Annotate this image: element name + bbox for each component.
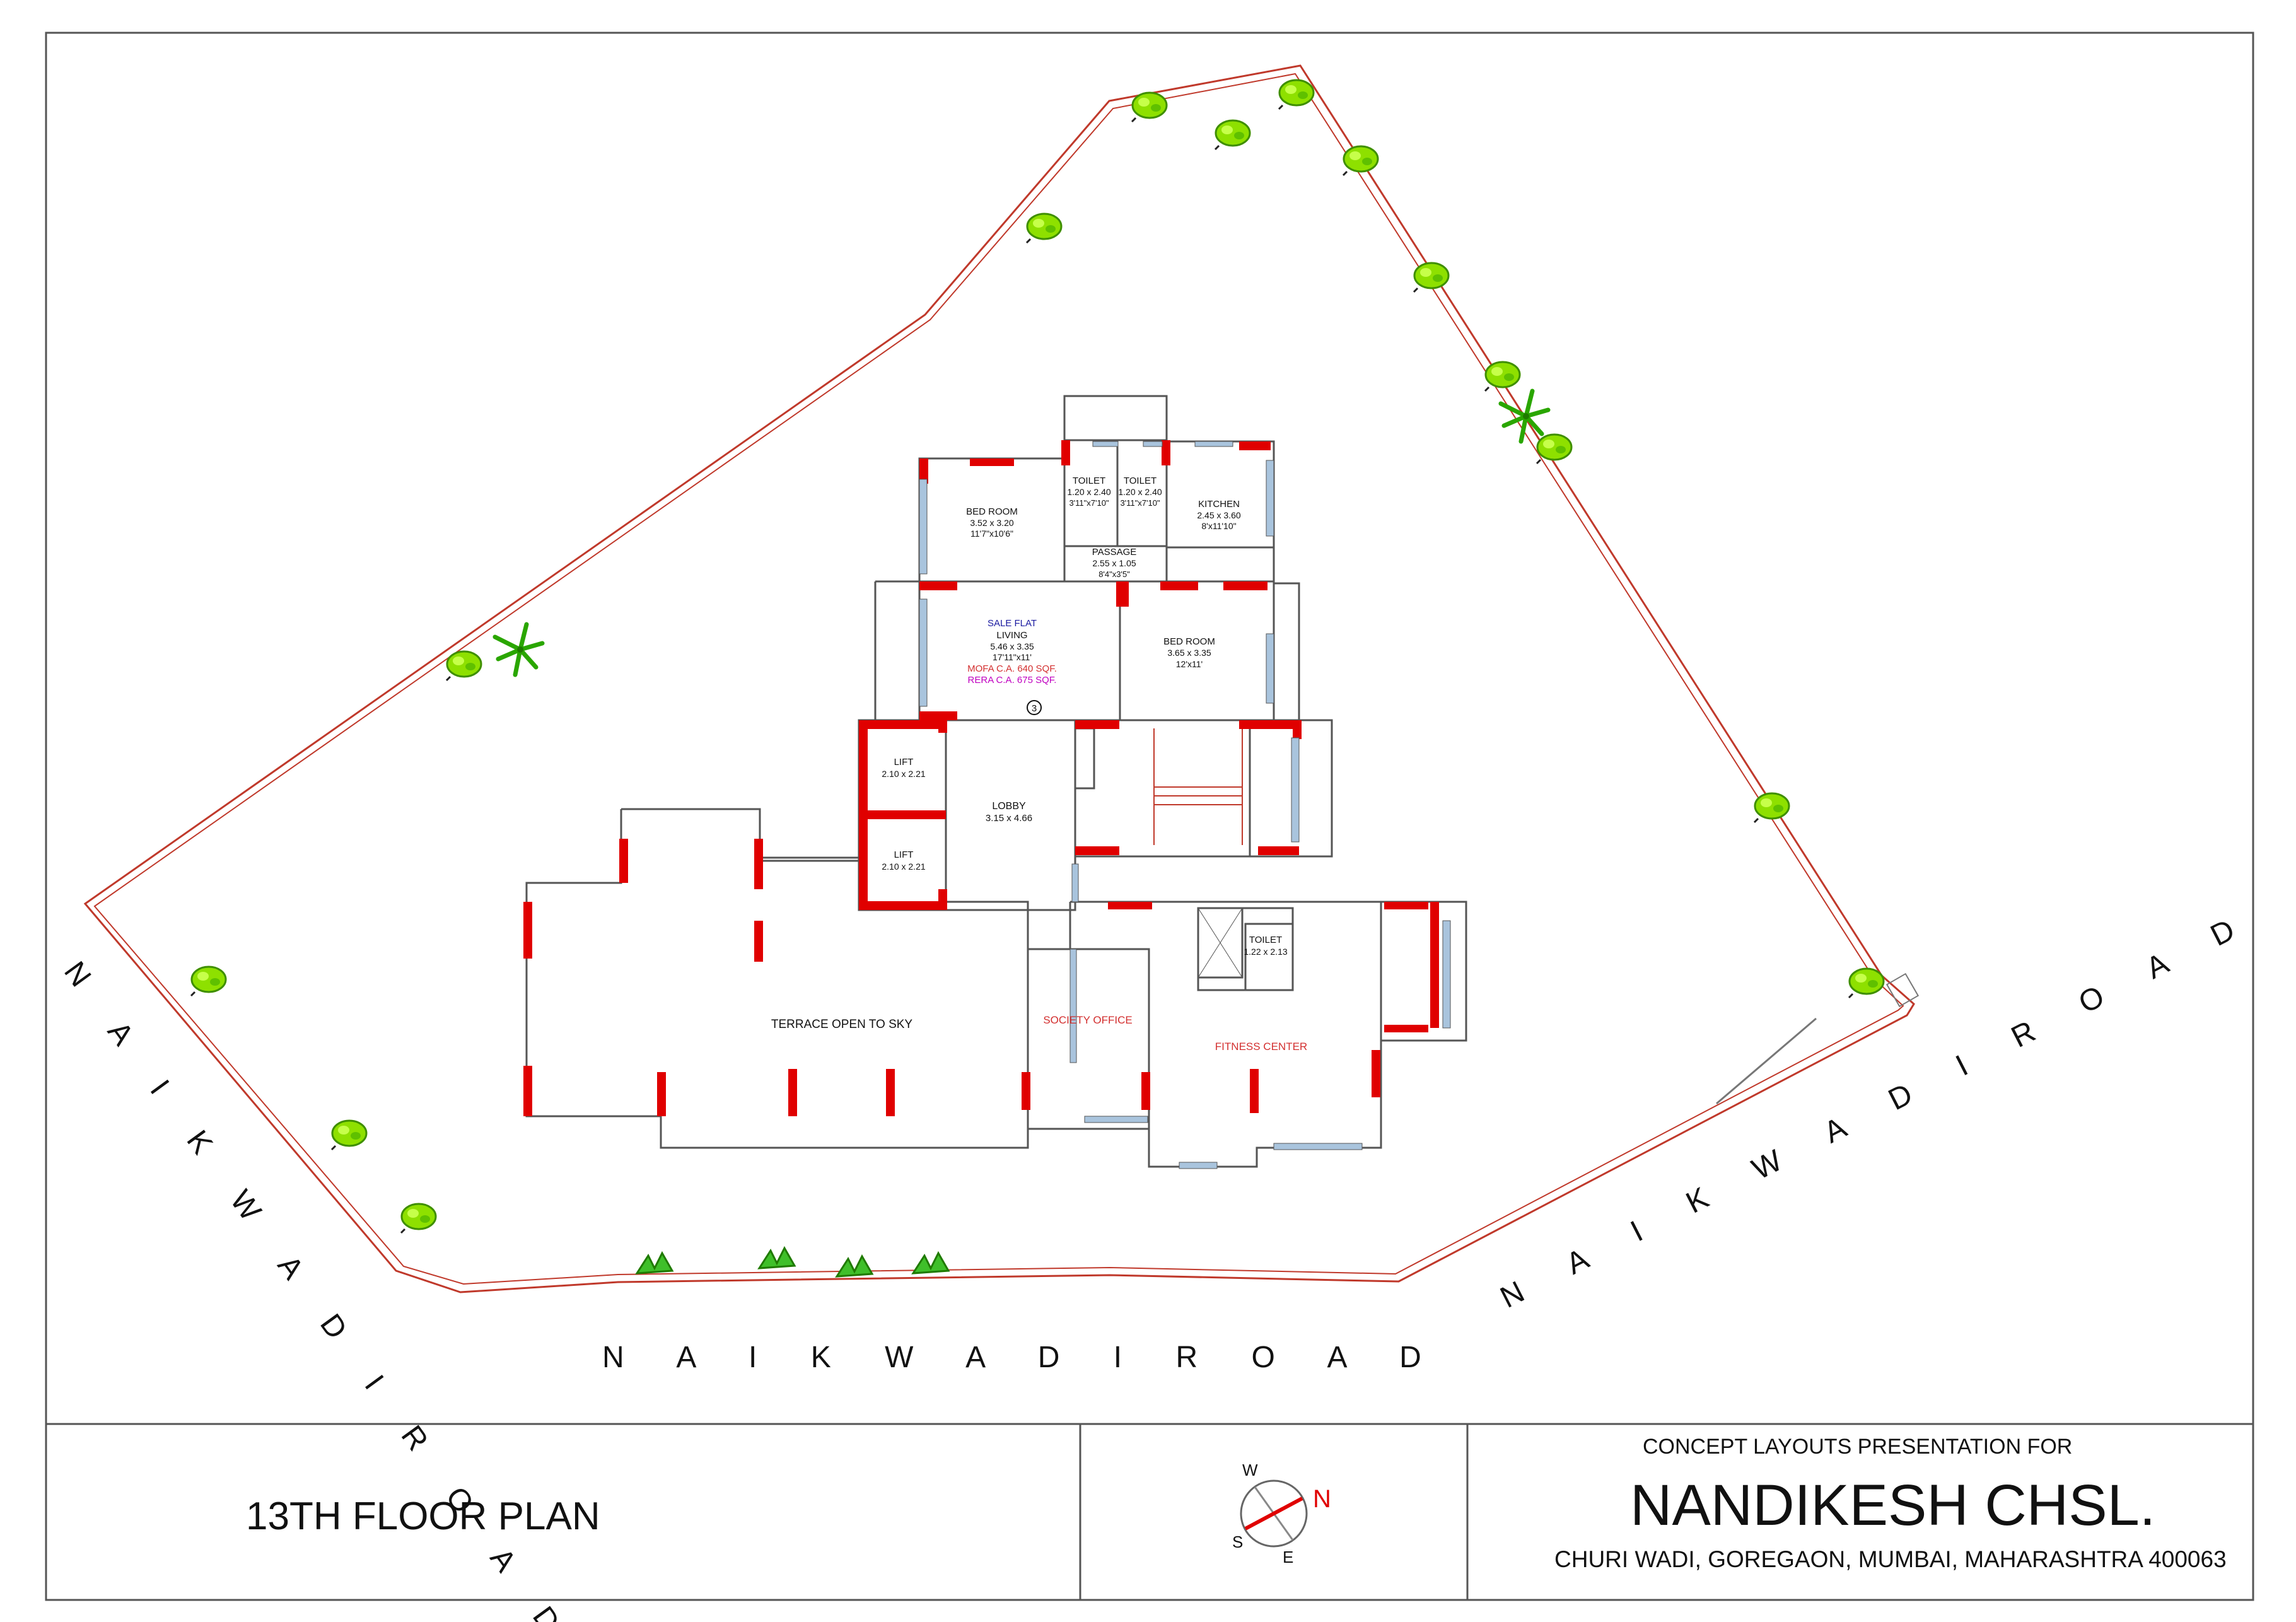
compass-icon: N E S W <box>1232 1461 1331 1567</box>
bedroom2-imperial: 12'x11' <box>1176 659 1203 669</box>
toilet1-imperial: 3'11"x7'10" <box>1069 498 1109 508</box>
fitness-center-label: FITNESS CENTER <box>1215 1041 1307 1053</box>
kitchen-name: KITCHEN <box>1198 499 1240 510</box>
gate-post <box>1885 972 1920 1008</box>
lift2-size: 2.10 x 2.21 <box>882 861 925 872</box>
passage-size: 2.55 x 1.05 <box>1092 558 1136 568</box>
palm-tree-icon <box>495 624 542 675</box>
toilet2-size: 1.20 x 2.40 <box>1118 487 1162 497</box>
toilet3-name: TOILET <box>1249 935 1282 945</box>
drawing-frame <box>45 32 2254 1601</box>
tree-icon <box>1131 91 1168 123</box>
toilet2-imperial: 3'11"x7'10" <box>1120 498 1160 508</box>
tree-icon <box>1214 119 1251 151</box>
bedroom2-size: 3.65 x 3.35 <box>1167 648 1211 658</box>
windows <box>919 441 1451 1169</box>
tree-icon <box>400 1203 437 1234</box>
palm-tree-icon <box>1501 391 1548 441</box>
flat-number: 3 <box>1032 703 1037 714</box>
tree-icon <box>330 1119 368 1151</box>
lift2-name: LIFT <box>894 849 914 860</box>
toilet3-size: 1.22 x 2.13 <box>1244 947 1287 957</box>
compass-west: W <box>1242 1461 1258 1479</box>
bedroom2-name: BED ROOM <box>1163 636 1215 647</box>
kitchen-size: 2.45 x 3.60 <box>1197 510 1240 520</box>
compass-north: N <box>1313 1485 1331 1513</box>
compass-east: E <box>1283 1548 1293 1567</box>
bedroom1-size: 3.52 x 3.20 <box>970 518 1013 528</box>
tree-icon <box>445 650 482 682</box>
rera-area: RERA C.A. 675 SQF. <box>968 675 1057 686</box>
project-name: NANDIKESH CHSL. <box>1630 1473 2155 1537</box>
kitchen-imperial: 8'x11'10" <box>1201 521 1236 531</box>
toilet1-size: 1.20 x 2.40 <box>1067 487 1110 497</box>
tree-icon <box>1278 79 1315 110</box>
lobby-size: 3.15 x 4.66 <box>986 813 1032 824</box>
lift1-size: 2.10 x 2.21 <box>882 769 925 779</box>
lobby-name: LOBBY <box>992 801 1026 812</box>
shrub-icon <box>636 1252 673 1275</box>
living-name: LIVING <box>996 630 1027 641</box>
lift1-name: LIFT <box>894 757 914 767</box>
toilet2-name: TOILET <box>1124 476 1157 486</box>
tree-icon <box>1342 145 1379 177</box>
passage-imperial: 8'4"x3'5" <box>1098 569 1130 579</box>
flat-number-marker <box>1027 700 1042 715</box>
structural-columns <box>523 440 1439 1116</box>
road-label-right: N A I K W A D I R O A D <box>1495 903 2260 1315</box>
presentation-line: CONCEPT LAYOUTS PRESENTATION FOR <box>1643 1435 2072 1459</box>
tree-icon <box>1025 213 1063 244</box>
tree-icon <box>190 966 227 997</box>
shrub-icon <box>836 1255 873 1278</box>
living-imperial: 17'11"x11' <box>993 652 1032 662</box>
shrub-icon <box>912 1252 950 1275</box>
bedroom1-name: BED ROOM <box>966 506 1018 517</box>
tree-icon <box>1753 792 1790 824</box>
tree-icon <box>1484 361 1521 392</box>
mofa-area: MOFA C.A. 640 SQF. <box>967 663 1057 674</box>
terrace-label: TERRACE OPEN TO SKY <box>771 1018 913 1031</box>
living-size: 5.46 x 3.35 <box>990 641 1034 651</box>
compass-south: S <box>1232 1532 1243 1551</box>
room-labels: BED ROOM 3.52 x 3.20 11'7"x10'6" TOILET … <box>771 476 1307 1053</box>
tree-icon <box>1848 967 1885 999</box>
passage-name: PASSAGE <box>1092 547 1137 557</box>
gate-line <box>1716 1017 1817 1105</box>
toilet1-name: TOILET <box>1073 476 1105 486</box>
sale-flat-label: SALE FLAT <box>988 618 1037 629</box>
road-label-bottom: N A I K W A D I R O A D <box>602 1341 1444 1374</box>
bedroom1-imperial: 11'7"x10'6" <box>970 528 1013 539</box>
plan-title: 13TH FLOOR PLAN <box>246 1495 600 1538</box>
project-address: CHURI WADI, GOREGAON, MUMBAI, MAHARASHTR… <box>1554 1546 2227 1572</box>
shrub-icon <box>758 1247 796 1269</box>
site-boundary <box>83 64 1915 1293</box>
society-office-label: SOCIETY OFFICE <box>1043 1014 1132 1026</box>
